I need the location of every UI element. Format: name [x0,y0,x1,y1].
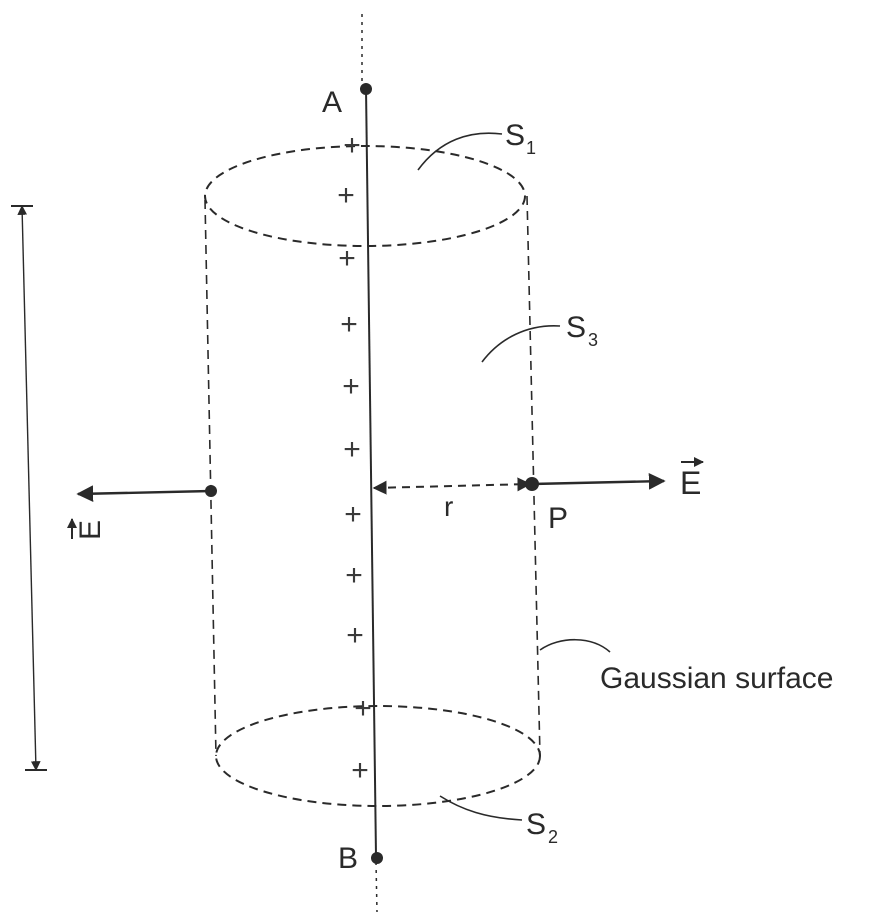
label-point-a: A [322,86,342,119]
label-point-b: B [338,842,358,875]
charges: + + + + + + + + + + + [337,129,372,787]
label-s1: S 1 [505,119,536,158]
leader-gaussian-surface [539,639,611,653]
surface-s1-top-cap [204,145,526,247]
charge-plus: + [346,619,364,652]
charge-plus: + [340,308,358,341]
leader-s2 [439,795,523,821]
length-indicator-arrow [17,205,41,771]
point-a-dot [360,83,372,95]
charge-plus: + [343,433,361,466]
field-arrow-right [531,472,666,490]
radius-arrow [372,477,532,495]
leader-s1 [417,132,503,171]
label-s3-letter: S [566,311,586,344]
label-s2-letter: S [526,808,546,841]
charge-plus: + [354,692,372,725]
label-s3: S 3 [566,311,598,350]
charge-plus: + [344,498,362,531]
label-s1-subscript: 1 [526,138,536,158]
label-gaussian-surface: Gaussian surface [600,662,833,695]
surface-s2-bottom-cap [215,705,541,807]
axis-extension-bottom [375,861,378,913]
charge-plus: + [351,754,369,787]
charge-plus: + [343,129,361,162]
label-s1-letter: S [505,119,525,152]
label-field-left-letter: E [74,520,107,540]
label-field-right: E [680,457,704,501]
charge-plus: + [342,370,360,403]
point-b-dot [371,852,383,864]
charge-plus: + [345,559,363,592]
label-point-p: P [548,502,568,535]
surface-s3-left-wall [204,199,217,757]
label-field-right-letter: E [680,465,701,501]
label-s2-subscript: 2 [548,827,558,847]
label-s3-subscript: 3 [588,330,598,350]
charge-plus: + [337,179,355,212]
line-charge [365,87,377,857]
label-radius: r [444,491,453,522]
label-s2: S 2 [526,808,558,847]
charge-plus: + [338,242,356,275]
leader-s3 [481,325,561,363]
field-arrow-left [76,485,212,503]
surface-s3-right-wall [526,195,541,757]
label-field-left: E [67,518,107,540]
